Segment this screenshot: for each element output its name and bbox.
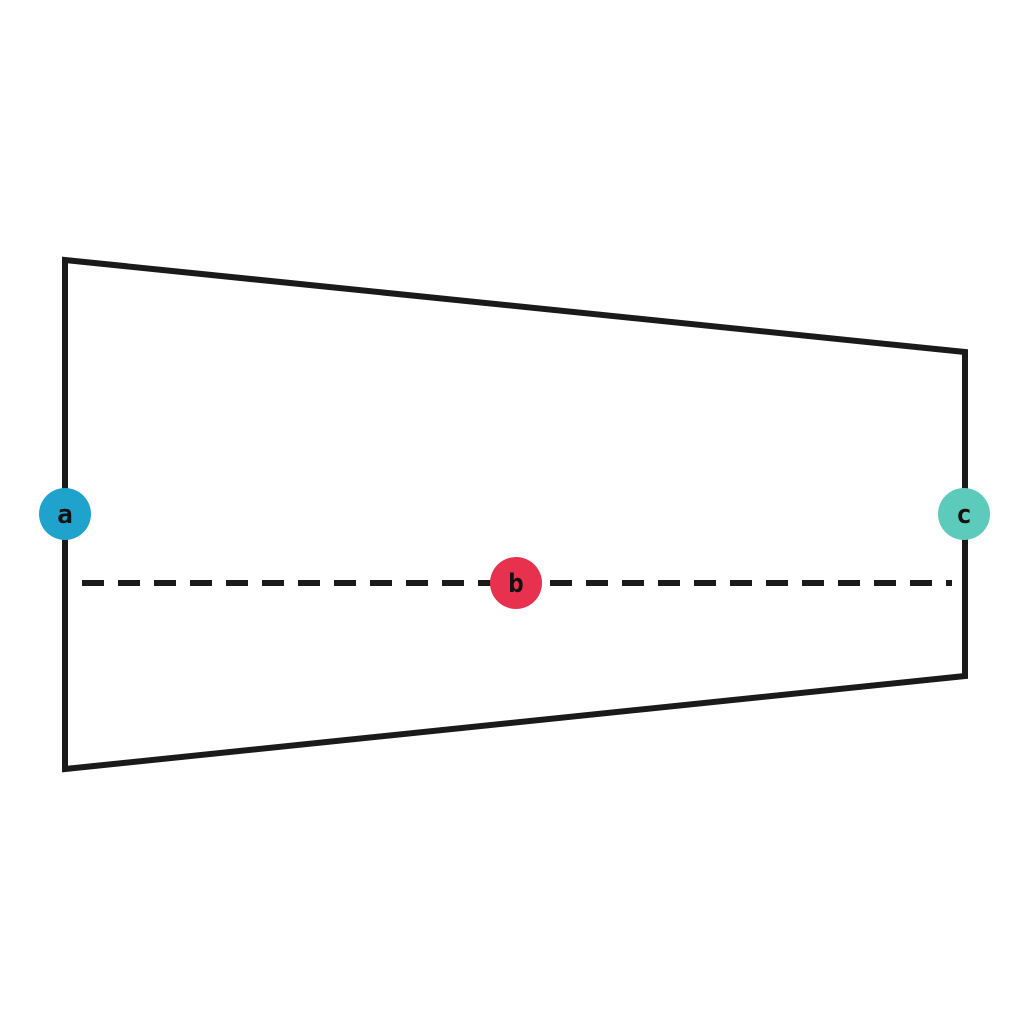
marker-a-label: a (57, 500, 73, 530)
marker-a-dot (39, 488, 91, 540)
marker-b-dot (490, 557, 542, 609)
marker-b: b (490, 557, 542, 609)
marker-c-label: c (956, 500, 972, 530)
trapezoid-outline (62, 256, 968, 773)
marker-c: c (938, 488, 990, 540)
marker-c-dot (938, 488, 990, 540)
marker-a: a (39, 488, 91, 540)
marker-b-label: b (508, 569, 524, 599)
